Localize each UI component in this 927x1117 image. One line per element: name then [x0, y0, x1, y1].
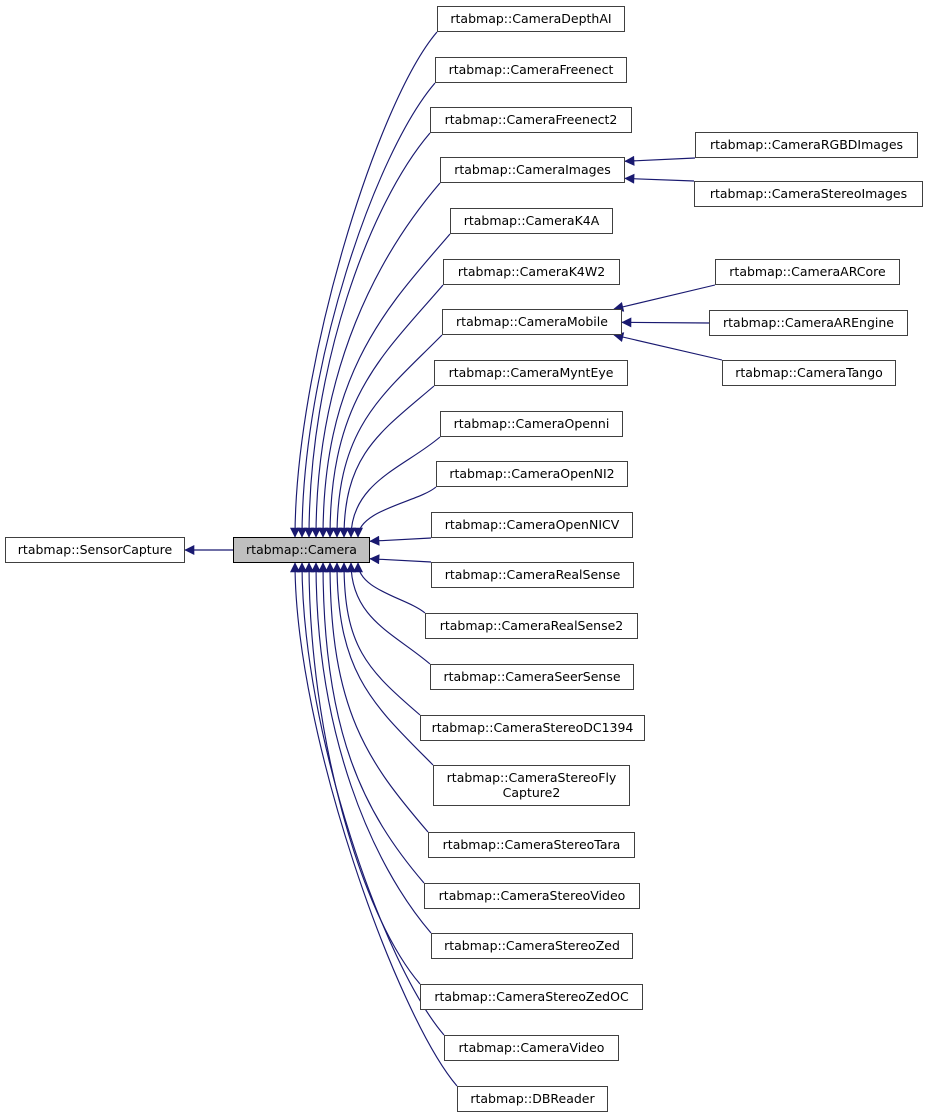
class-node-camera-seersense[interactable]: rtabmap::CameraSeerSense — [430, 664, 634, 690]
inheritance-edge-camera-stereo-video-to-camera — [318, 562, 425, 884]
inheritance-edge-camera-realsense-to-camera — [369, 554, 432, 565]
inheritance-edge-db-reader-to-camera — [290, 562, 458, 1087]
class-node-camera-stereo-video[interactable]: rtabmap::CameraStereoVideo — [424, 883, 640, 909]
inheritance-edge-camera-k4a-to-camera — [318, 233, 451, 538]
inheritance-edge-camera-stereo-tara-to-camera — [325, 562, 429, 833]
class-node-camera-stereo-images[interactable]: rtabmap::CameraStereoImages — [694, 181, 923, 207]
class-node-sensor-capture[interactable]: rtabmap::SensorCapture — [5, 537, 185, 563]
inheritance-edge-camera-opennicv-to-camera — [369, 535, 432, 546]
class-node-camera-realsense[interactable]: rtabmap::CameraRealSense — [431, 562, 634, 588]
class-node-camera-depth-ai[interactable]: rtabmap::CameraDepthAI — [437, 6, 625, 32]
class-node-camera-mynt-eye[interactable]: rtabmap::CameraMyntEye — [434, 360, 628, 386]
class-node-camera-rgbd-images[interactable]: rtabmap::CameraRGBDImages — [695, 132, 918, 158]
inheritance-edge-camera-stereo-images-to-camera-images — [624, 173, 695, 184]
inheritance-edge-camera-freenect-to-camera — [297, 82, 436, 538]
inheritance-edge-camera-openni-to-camera — [346, 436, 441, 538]
class-node-camera-stereo-dc1394[interactable]: rtabmap::CameraStereoDC1394 — [420, 715, 645, 741]
inheritance-edge-camera-freenect2-to-camera — [304, 132, 431, 538]
class-node-camera-k4a[interactable]: rtabmap::CameraK4A — [450, 208, 613, 234]
class-node-camera-openni[interactable]: rtabmap::CameraOpenni — [440, 411, 623, 437]
class-node-camera-ar-engine[interactable]: rtabmap::CameraAREngine — [709, 310, 908, 336]
inheritance-edge-camera-stereo-zedoc-to-camera — [304, 562, 421, 985]
class-node-camera-tango[interactable]: rtabmap::CameraTango — [722, 360, 896, 386]
class-node-camera-video[interactable]: rtabmap::CameraVideo — [444, 1035, 619, 1061]
inheritance-edge-camera-rgbd-images-to-camera-images — [624, 155, 696, 166]
class-node-camera-stereo-fly-capture2[interactable]: rtabmap::CameraStereoFly Capture2 — [433, 765, 630, 806]
class-node-camera-stereo-zed[interactable]: rtabmap::CameraStereoZed — [431, 933, 633, 959]
inheritance-edge-camera-ar-engine-to-camera-mobile — [621, 317, 710, 328]
inheritance-edge-camera-tango-to-camera-mobile — [613, 332, 723, 361]
class-node-camera-opennicv[interactable]: rtabmap::CameraOpenNICV — [431, 512, 633, 538]
class-node-camera-freenect2[interactable]: rtabmap::CameraFreenect2 — [430, 107, 632, 133]
inheritance-edge-camera-video-to-camera — [297, 562, 445, 1036]
inheritance-edge-camera-ar-core-to-camera-mobile — [613, 284, 716, 312]
inheritance-edge-camera-images-to-camera — [311, 182, 441, 538]
class-node-camera: rtabmap::Camera — [233, 537, 370, 563]
class-node-db-reader[interactable]: rtabmap::DBReader — [457, 1086, 608, 1112]
inheritance-edge-camera-stereo-dc1394-to-camera — [339, 562, 421, 716]
class-node-camera-ar-core[interactable]: rtabmap::CameraARCore — [715, 259, 900, 285]
inheritance-edge-camera-mynt-eye-to-camera — [339, 385, 435, 538]
class-node-camera-openni2[interactable]: rtabmap::CameraOpenNI2 — [436, 461, 628, 487]
inheritance-edge-camera-openni2-to-camera — [353, 486, 437, 538]
inheritance-edge-camera-stereo-fly-capture2-to-camera — [332, 562, 434, 766]
inheritance-edge-camera-stereo-zed-to-camera — [311, 562, 432, 934]
inheritance-edge-camera-k4w2-to-camera — [325, 284, 444, 538]
inheritance-edge-camera-depth-ai-to-camera — [290, 31, 438, 538]
inheritance-edge-camera-realsense2-to-camera — [353, 562, 426, 614]
class-node-camera-freenect[interactable]: rtabmap::CameraFreenect — [435, 57, 627, 83]
class-node-camera-images[interactable]: rtabmap::CameraImages — [440, 157, 625, 183]
class-node-camera-stereo-tara[interactable]: rtabmap::CameraStereoTara — [428, 832, 635, 858]
class-node-camera-stereo-zedoc[interactable]: rtabmap::CameraStereoZedOC — [420, 984, 643, 1010]
inheritance-edge-camera-seersense-to-camera — [346, 562, 431, 665]
class-node-camera-realsense2[interactable]: rtabmap::CameraRealSense2 — [425, 613, 638, 639]
inheritance-edge-camera-mobile-to-camera — [332, 334, 443, 538]
class-node-camera-mobile[interactable]: rtabmap::CameraMobile — [442, 309, 622, 335]
class-node-camera-k4w2[interactable]: rtabmap::CameraK4W2 — [443, 259, 620, 285]
